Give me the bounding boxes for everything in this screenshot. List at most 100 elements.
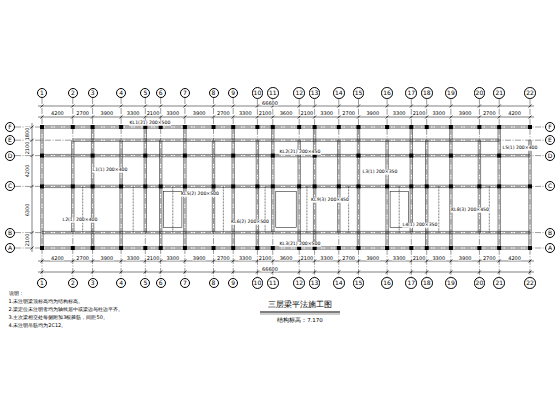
axis-bubble: 18 xyxy=(421,277,433,289)
axis-number: C xyxy=(548,183,552,189)
axis-bubble: A xyxy=(5,243,15,253)
beam-line xyxy=(144,127,145,233)
axis-bubble: 3 xyxy=(88,278,98,288)
beam-line xyxy=(258,140,259,248)
beam-line xyxy=(73,141,499,142)
axis-bubble: 22 xyxy=(524,87,536,99)
beam-tag: L2(1) 200×400 xyxy=(62,218,98,223)
dimension-text: 2100 xyxy=(300,256,314,261)
beam-line xyxy=(298,140,299,248)
beam-line xyxy=(161,140,162,248)
dimension-text: 2100 xyxy=(146,111,160,116)
dimension-text: 2700 xyxy=(482,111,496,116)
axis-bubble: B xyxy=(545,228,555,238)
axis-number: 3 xyxy=(91,280,95,286)
axis-number: 11 xyxy=(269,280,277,286)
axis-bubble: 19 xyxy=(445,87,457,99)
axis-bubble: 16 xyxy=(381,87,393,99)
axis-bubble: 18 xyxy=(421,87,433,99)
beam-line xyxy=(388,140,389,248)
axis-bubble: 5 xyxy=(140,88,150,98)
beam-line xyxy=(159,140,160,248)
axis-number: 5 xyxy=(143,280,147,286)
axis-number: 6 xyxy=(159,90,163,96)
axis-number: 9 xyxy=(231,280,235,286)
beam-line xyxy=(73,139,499,140)
axis-number: 19 xyxy=(447,90,455,96)
axis-number: F xyxy=(548,124,551,130)
axis-number: 4 xyxy=(119,90,123,96)
axis-bubble: E xyxy=(5,135,15,145)
dimension-text: 3300 xyxy=(166,256,180,261)
axis-bubble: 11 xyxy=(267,277,279,289)
axis-number: 20 xyxy=(476,90,484,96)
dimension-text: 66600 xyxy=(262,100,279,105)
axis-number: A xyxy=(548,245,552,251)
dimension-text: 2100 xyxy=(25,233,30,247)
axis-bubble: 4 xyxy=(116,278,126,288)
axis-bubble: 20 xyxy=(474,87,486,99)
axis-grid-line xyxy=(15,127,545,128)
dimension-text: 2700 xyxy=(216,111,230,116)
beam-line xyxy=(42,156,530,157)
axis-number: 2 xyxy=(71,90,75,96)
axis-bubble: D xyxy=(5,151,15,161)
axis-bubble: D xyxy=(545,151,555,161)
axis-grid-line xyxy=(184,98,185,278)
beam-tag: L4(1) 200×350 xyxy=(402,223,438,228)
axis-grid-line xyxy=(479,99,480,277)
axis-number: 18 xyxy=(423,280,431,286)
dimension-text: 3900 xyxy=(458,111,472,116)
beam-line xyxy=(42,128,530,129)
note-text: 说明： xyxy=(8,291,24,296)
axis-grid-line xyxy=(426,99,427,277)
axis-number: 16 xyxy=(383,90,391,96)
dimension-text: 2700 xyxy=(342,256,356,261)
axis-bubble: 1 xyxy=(37,88,47,98)
dimension-text: 3900 xyxy=(192,111,206,116)
axis-number: 1 xyxy=(40,90,44,96)
axis-number: 20 xyxy=(476,280,484,286)
axis-bubble: 12 xyxy=(293,277,305,289)
beam-tag: KL6(2) 200×500 xyxy=(231,220,270,225)
beam-line xyxy=(427,140,428,248)
dimension-line xyxy=(38,117,534,118)
axis-number: 3 xyxy=(91,90,95,96)
axis-bubble: F xyxy=(5,122,15,132)
axis-number: 4 xyxy=(119,280,123,286)
axis-bubble: 11 xyxy=(267,87,279,99)
dimension-text: 2100 xyxy=(412,256,426,261)
dimension-text: 3600 xyxy=(279,256,293,261)
dimension-text: 3900 xyxy=(100,256,114,261)
axis-bubble: 13 xyxy=(309,87,321,99)
note-text: 1.未注明梁顶标高均为结构标高。 xyxy=(8,299,84,304)
axis-number: 17 xyxy=(407,90,415,96)
axis-number: 9 xyxy=(231,90,235,96)
dimension-line xyxy=(32,123,33,252)
axis-bubble: C xyxy=(5,181,15,191)
axis-grid-line xyxy=(257,99,258,277)
axis-bubble: 14 xyxy=(333,277,345,289)
dimension-line xyxy=(38,272,534,273)
axis-grid-line xyxy=(15,186,545,187)
axis-grid-line xyxy=(233,98,234,278)
axis-bubble: 9 xyxy=(228,88,238,98)
axis-bubble: C xyxy=(545,181,555,191)
dimension-text: 3300 xyxy=(238,256,252,261)
axis-number: 21 xyxy=(495,90,503,96)
axis-bubble: A xyxy=(545,243,555,253)
beam-line xyxy=(42,233,530,234)
axis-bubble: 12 xyxy=(293,87,305,99)
secondary-beam xyxy=(223,186,224,232)
axis-grid-line xyxy=(411,99,412,277)
axis-number: 14 xyxy=(335,280,343,286)
beam-line xyxy=(119,140,120,248)
dimension-text: 2700 xyxy=(76,111,90,116)
dimension-text: 2100 xyxy=(258,256,272,261)
stair-opening xyxy=(164,191,182,227)
axis-number: E xyxy=(8,137,12,143)
dimension-text: 3300 xyxy=(320,111,334,116)
axis-number: A xyxy=(8,245,12,251)
beam-line xyxy=(42,231,530,232)
